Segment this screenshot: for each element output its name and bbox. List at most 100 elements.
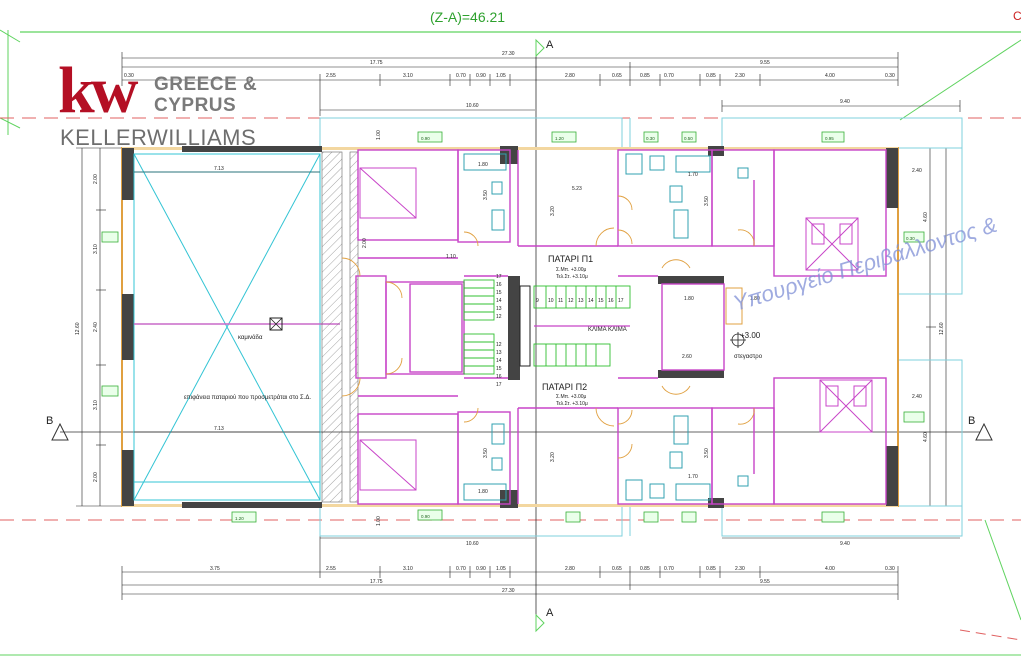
dim-left-1: 2.00 <box>93 174 99 184</box>
room-dim: 3.50 <box>704 196 710 206</box>
dim-mid-left: 10.60 <box>466 103 479 109</box>
section-b-arrow-left <box>51 422 69 441</box>
roof-label: στεγαστρο <box>734 354 763 360</box>
dim-top-j: 0.70 <box>664 73 674 79</box>
dim-bottom-e: 0.90 <box>476 566 486 572</box>
site-boundary-right3 <box>959 629 1021 641</box>
edge-tick <box>0 29 21 43</box>
dim-bottom-right: 9.55 <box>760 579 770 585</box>
dim-bottom-total: 27.30 <box>502 588 515 594</box>
dim-top-k: 0.85 <box>706 73 716 79</box>
dim-top-a: 0.30 <box>124 73 134 79</box>
dim-top-c: 3.10 <box>403 73 413 79</box>
dim-top-l: 2.30 <box>735 73 745 79</box>
room-dim: 2.60 <box>682 354 692 360</box>
room-dim: 2.40 <box>912 168 922 174</box>
span-label-top: 7.13 <box>214 166 224 172</box>
dim-top-m: 4.00 <box>825 73 835 79</box>
interior-partitions <box>355 149 775 505</box>
tag-value: 0.30 <box>646 136 655 141</box>
dim-bottom-mid-right: 9.40 <box>840 541 850 547</box>
dim-bottom-left: 17.75 <box>370 579 383 585</box>
door-swings <box>341 195 755 459</box>
dim-top-i: 0.85 <box>640 73 650 79</box>
chimney-x2 <box>269 317 283 331</box>
dim-bottom-l: 2.30 <box>735 566 745 572</box>
stair-step: 14 <box>588 298 594 304</box>
tag-value: 0.95 <box>825 136 834 141</box>
room-dim: 1.80 <box>478 162 488 168</box>
logo-region-line1: GREECE & <box>154 74 258 95</box>
section-a-label-top: A <box>546 39 554 51</box>
dim-bottom-a: 3.75 <box>210 566 220 572</box>
dim-top-left: 17.75 <box>370 60 383 66</box>
stair-step: 12 <box>496 314 502 320</box>
site-boundary-right2 <box>984 519 1021 621</box>
room-dim: 1.00 <box>376 516 382 526</box>
section-b-label-right: B <box>968 415 975 427</box>
dim-left-5: 2.00 <box>93 472 99 482</box>
section-b-label-left: B <box>46 415 53 427</box>
dim-left-2: 3.10 <box>93 244 99 254</box>
dim-left-total: 12.60 <box>75 322 81 335</box>
section-a-label-bottom: A <box>546 607 554 619</box>
loft2-floor-level: Σ.Μπ. +3.00μ <box>556 394 587 400</box>
stair-step: 13 <box>496 306 502 312</box>
stair-step: 11 <box>558 298 563 304</box>
edge-tick <box>0 117 21 129</box>
dim-top-h: 0.65 <box>612 73 622 79</box>
staircase <box>463 279 631 375</box>
elevation-title: (Z-A)=46.21 <box>430 9 505 25</box>
tag-value: 0.30 <box>906 236 915 241</box>
mezzanine-void <box>133 153 321 501</box>
dim-top-g: 2.80 <box>565 73 575 79</box>
logo-region: GREECE & CYPRUS <box>154 74 257 116</box>
dim-right-2: 4.60 <box>923 432 929 442</box>
loft2-title: ΠΑΤΑΡΙ Π2 <box>542 382 587 392</box>
dimension-chain-top <box>121 52 961 116</box>
stair-step: 16 <box>608 298 614 304</box>
dim-bottom-g: 2.80 <box>565 566 575 572</box>
stair-step: 15 <box>598 298 604 304</box>
room-dim: 2.40 <box>912 394 922 400</box>
site-boundary-right <box>899 39 1021 121</box>
dim-top-f: 1.05 <box>496 73 506 79</box>
tag-value: 0.90 <box>421 136 430 141</box>
dim-bottom-h: 0.65 <box>612 566 622 572</box>
dim-bottom-j: 0.70 <box>664 566 674 572</box>
dim-left-3: 2.40 <box>93 322 99 332</box>
chimney-box <box>269 317 283 331</box>
loft1-floor-level: Σ.Μπ. +3.00μ <box>556 267 587 273</box>
logo-brand-name: KELLERWILLIAMS <box>60 125 257 150</box>
section-b-arrow-right <box>975 422 993 441</box>
dim-bottom-k: 0.85 <box>706 566 716 572</box>
hatched-wall-left <box>321 151 343 503</box>
stair-step: 15 <box>496 366 502 372</box>
level-value: +3.00 <box>740 331 761 340</box>
bed-icon <box>359 167 873 491</box>
room-dim: 1.10 <box>446 254 456 260</box>
stair-step: 12 <box>568 298 574 304</box>
stair-step: 14 <box>496 298 502 304</box>
bedroom-zones <box>773 149 887 505</box>
section-a-arrow-top <box>535 38 545 58</box>
room-dim: 1.00 <box>376 130 382 140</box>
dim-bottom-i: 0.85 <box>640 566 650 572</box>
hatched-wall-right <box>349 151 359 503</box>
loft1-finish-level: Τελ.Στ. +3.10μ <box>556 274 588 280</box>
room-dim: 1.80 <box>684 296 694 302</box>
stair-step: 16 <box>496 282 502 288</box>
stair-step: 17 <box>618 298 624 304</box>
dim-left-4: 3.10 <box>93 400 99 410</box>
chimney-label: καμινάδα <box>238 334 263 341</box>
tag-value: 1.20 <box>235 516 244 521</box>
room-dim: 1.80 <box>750 296 760 302</box>
dim-right-1: 4.60 <box>923 212 929 222</box>
stair-step: 14 <box>496 358 502 364</box>
logo-region-line2: CYPRUS <box>154 95 237 116</box>
dim-top-b: 2.55 <box>326 73 336 79</box>
dim-top-n: 0.30 <box>885 73 895 79</box>
structural-columns <box>122 146 898 508</box>
dim-bottom-n: 0.30 <box>885 566 895 572</box>
